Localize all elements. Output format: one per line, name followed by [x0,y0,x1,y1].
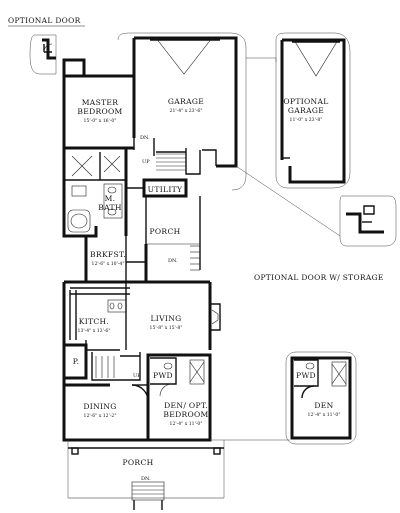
side-porch-label: PORCH [150,227,181,236]
porch-stairs-dn: DN. [168,258,178,264]
master-bedroom-label-2: BEDROOM [77,107,122,116]
utility-label: UTILITY [148,185,183,194]
garage-outline [117,32,247,191]
pwd-room [150,357,177,385]
kitchen-island [107,299,127,313]
optional-door-detail [29,34,57,75]
garage-label: GARAGE [168,97,204,106]
optional-door-caption: OPTIONAL DOOR [8,16,81,25]
front-porch-stairs [131,481,165,510]
closet-doors [71,155,93,177]
interior-stairs-up: UP [133,373,141,379]
alt-pwd-label: PWD [296,371,316,380]
front-stairs-dn: DN. [141,476,151,482]
vanity-sink-1 [107,186,117,194]
optional-door-storage-detail [339,195,397,247]
main-floor-plan [62,32,341,510]
den-closet [189,359,205,385]
optional-garage-label-2: GARAGE [288,106,324,115]
optional-garage-label: OPTIONAL [283,97,328,106]
breakfast-size: 12'-6" x 10'-4" [92,261,125,267]
den-bedroom-size: 12'-4" x 11'-0" [170,421,203,427]
master-bedroom-size: 15'-0" x 16'-0" [84,118,117,124]
kitchen-size: 13'-4" x 13'-6" [78,328,111,334]
optional-garage-size: 11'-0" x 23'-8" [290,117,323,123]
garage-stairs [156,151,186,171]
pantry [64,343,88,380]
den-bedroom-label: DEN/ OPT. [164,401,208,410]
porch-stairs [190,245,200,271]
living-size: 15'-8" x 15'-8" [150,325,183,331]
garage-size: 21'-4" x 23'-6" [170,108,203,114]
m-bath-label-2: BATH [98,203,122,212]
garage-door [155,37,213,75]
front-porch-label: PORCH [123,458,154,467]
fireplace [210,303,221,331]
kitchen-label: KITCH. [79,317,109,326]
breakfast-label: BRKFST. [90,250,126,259]
kitchen-living-wall [62,282,148,442]
side-porch [145,196,201,282]
pantry-label: P. [73,357,80,366]
m-bath-label: M. [105,194,116,203]
den-bedroom-label-2: BEDROOM [163,410,208,419]
dining-label: DINING [83,402,116,411]
living-label: LIVING [150,314,181,323]
interior-stairs [91,352,141,381]
garage-stairs-up: UP [142,159,150,165]
den-bedroom-wall [146,353,212,442]
optional-door-storage-caption: OPTIONAL DOOR W/ STORAGE [254,273,384,282]
garage-wall [134,36,238,168]
kitchen-counter [69,290,77,340]
utility-room [142,178,188,198]
garage-stairs-dn: DN. [140,135,150,141]
master-bedroom-label: MASTER [82,98,119,107]
vanity-sink-2 [107,208,117,216]
alt-den-size: 12'-4" x 11'-0" [308,412,341,418]
dining-size: 12'-6" x 12'-2" [84,413,117,419]
optional-garage-detail [275,32,351,189]
shower [71,185,87,197]
front-porch [67,440,225,498]
master-bath-wall [62,148,98,238]
pwd-label: PWD [153,371,173,380]
alternate-den-detail [285,351,357,445]
bathtub [67,209,91,233]
alt-den-label: DEN [314,401,333,410]
pwd-sink [163,362,173,370]
